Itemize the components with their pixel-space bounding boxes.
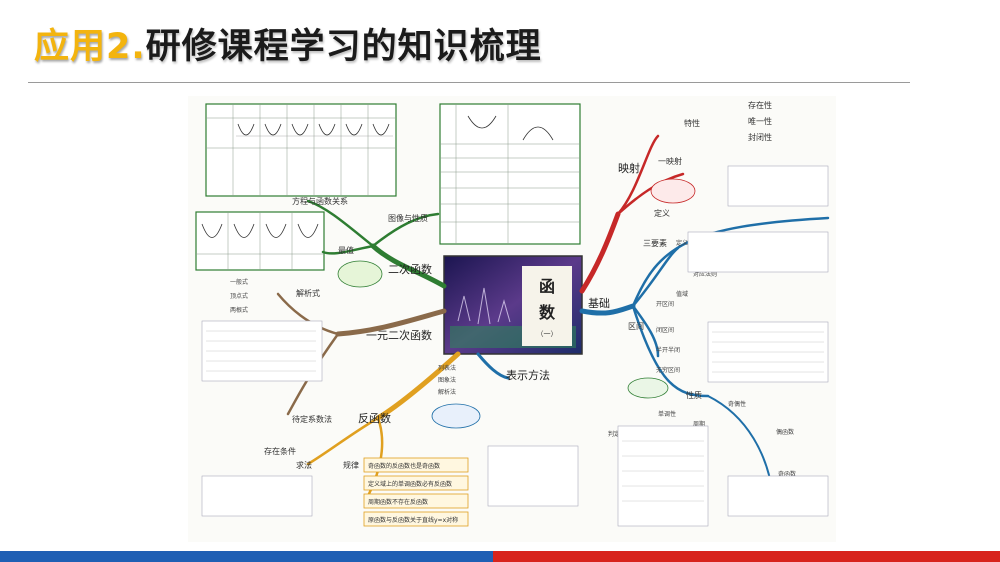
label-interval: 区间 [628,322,644,331]
label-equation-relation: 方程与函数关系 [292,196,348,206]
note-oval-1 [337,260,383,288]
label-list-method: 列表法 [438,364,456,372]
page-title: 应用2. 研修课程学习的知识梳理 [34,18,542,78]
label-even: 偶函数 [776,428,794,436]
label-unbounded: 无穷区间 [656,366,680,374]
label-undetermined: 待定系数法 [292,414,332,424]
label-odd: 奇函数 [778,470,796,478]
label-general-form: 一般式 [230,278,248,286]
law-2: 定义域上的单调函数必有反函数 [368,480,452,488]
branch-mapping [579,211,621,294]
title-main: 研修课程学习的知识梳理 [145,27,542,67]
branch-inverse [375,351,461,421]
note-oval-2 [431,403,481,429]
label-graph-method: 图象法 [438,376,456,384]
label-closure: 封闭性 [748,132,772,142]
label-vertex-form: 顶点式 [230,292,248,300]
label-intercept-form: 两根式 [230,306,248,314]
label-basics: 基础 [588,297,610,310]
branch-linear-quadratic [335,308,447,337]
label-exist-condition: 存在条件 [264,446,296,456]
label-linear-quadratic: 一元二次函数 [366,328,432,342]
label-quadratic: 二次函数 [388,262,432,276]
label-open-interval: 开区间 [656,300,674,308]
label-monotonic: 单调性 [658,410,676,418]
label-property: 性质 [686,390,702,400]
label-max-value: 最值 [338,245,354,255]
center-image: 函 数 （一） [443,255,583,355]
max-value-graphs-image [195,211,325,271]
label-representation: 表示方法 [506,368,550,382]
label-correspondence: 对应法则 [693,270,717,278]
title-divider [28,82,910,83]
label-law: 规律 [343,460,359,470]
title-prefix: 应用2. [34,27,146,67]
equation-table-image [205,103,397,197]
label-three-elements: 三要素 [643,238,667,248]
label-analytic: 解析式 [296,288,320,298]
label-solve: 求法 [296,460,312,470]
law-3: 周期函数不存在反函数 [368,498,428,506]
center-title-1: 函 [539,277,555,296]
label-graph-properties: 图像与性质 [388,213,428,223]
center-title-3: （一） [537,330,558,338]
label-uniqueness: 唯一性 [748,116,772,126]
inverse-laws: 奇函数的反函数也是奇函数 定义域上的单调函数必有反函数 周期函数不存在反函数 原… [363,457,469,527]
label-definition: 定义 [654,208,670,218]
label-half-open: 半开半闭 [656,346,680,354]
label-range: 值域 [676,290,688,298]
branch-basics [579,303,636,316]
law-1: 奇函数的反函数也是奇函数 [368,462,440,470]
label-definition-domain: 定义域 [676,239,694,247]
label-inverse: 反函数 [358,412,391,425]
label-feature: 特性 [684,118,700,128]
center-title-2: 数 [539,303,556,322]
label-analytic-method: 解析法 [438,388,456,396]
label-parity: 奇偶性 [728,400,746,408]
label-mapping: 映射 [618,161,640,175]
branch-representation [476,352,510,380]
branch-quadratic [370,243,447,289]
footer-bar-blue [0,551,493,562]
note-oval-4 [650,178,696,204]
label-closed-interval: 闭区间 [656,326,674,334]
label-periodic: 周期 [693,420,705,428]
note-oval-3 [627,377,669,399]
label-existence: 存在性 [748,100,772,110]
function-mind-map: 函 数 （一） 二次函数 一元二次函数 反函数 基础 映射 表示方法 方程 [188,96,836,542]
footer-bar-red [493,551,1000,562]
graph-property-table-image [439,103,581,245]
law-4: 原函数与反函数关于直线y=x对称 [368,516,458,524]
label-one-one-map: 一映射 [658,156,682,166]
